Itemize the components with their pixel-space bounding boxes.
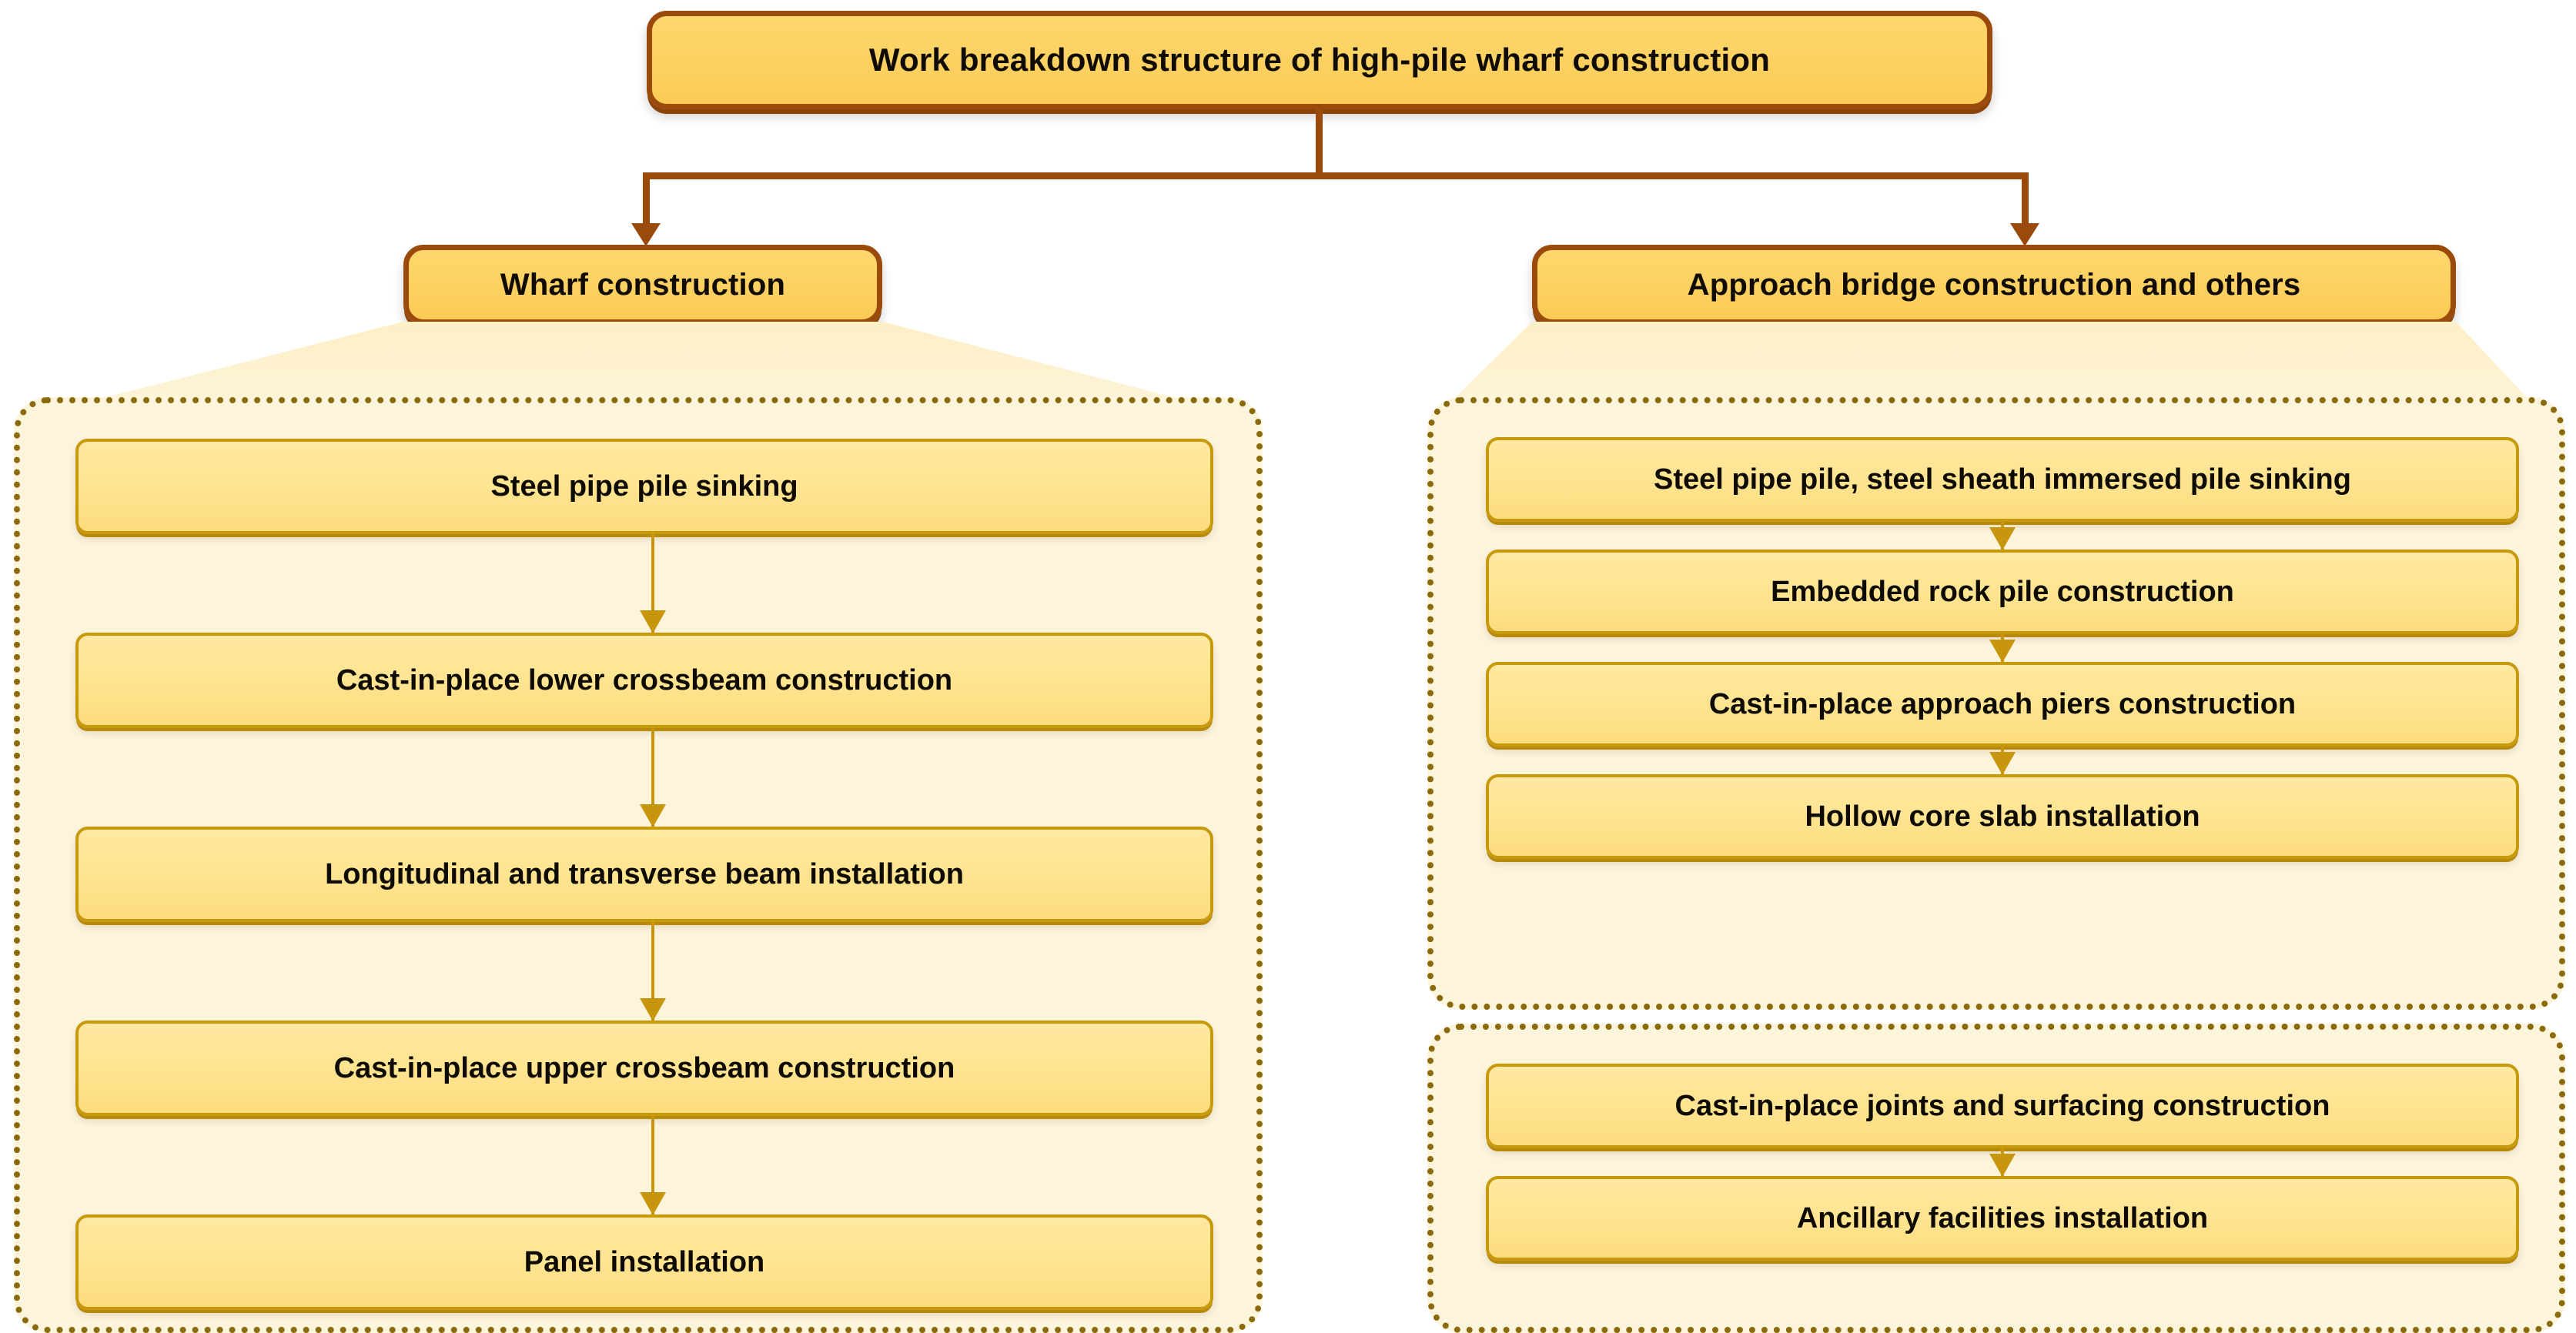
funnel-wharf (0, 322, 1278, 422)
group-wharf-steps: Steel pipe pile sinking Cast-in-place lo… (14, 397, 1263, 1333)
step-arrow (640, 534, 666, 633)
connector-drop-right (2022, 172, 2029, 229)
funnel-approach-bridge (1370, 322, 2576, 422)
step-arrow (1989, 522, 2016, 550)
branch-node-wharf-label: Wharf construction (500, 267, 786, 302)
step-arrow (1989, 1148, 2016, 1177)
step-box[interactable]: Panel installation (75, 1214, 1213, 1310)
step-arrow (640, 728, 666, 827)
step-arrow (640, 1116, 666, 1215)
arrowhead-right (2010, 223, 2039, 246)
step-box[interactable]: Cast-in-place approach piers constructio… (1486, 662, 2519, 747)
branch-node-approach-label: Approach bridge construction and others (1687, 267, 2301, 302)
group-approach-finishing-steps: Cast-in-place joints and surfacing const… (1427, 1024, 2565, 1333)
branch-node-approach-bridge-construction[interactable]: Approach bridge construction and others (1532, 245, 2456, 325)
step-box[interactable]: Longitudinal and transverse beam install… (75, 827, 1213, 922)
arrowhead-left (631, 223, 661, 246)
root-node-work-breakdown-structure[interactable]: Work breakdown structure of high-pile wh… (647, 11, 1992, 109)
step-box[interactable]: Steel pipe pile, steel sheath immersed p… (1486, 437, 2519, 522)
root-node-label: Work breakdown structure of high-pile wh… (868, 42, 1771, 78)
step-box[interactable]: Ancillary facilities installation (1486, 1176, 2519, 1261)
step-arrow (1989, 747, 2016, 775)
connector-horizontal-bar (643, 172, 2029, 179)
step-box[interactable]: Steel pipe pile sinking (75, 439, 1213, 534)
connector-drop-left (643, 172, 650, 229)
step-box[interactable]: Cast-in-place lower crossbeam constructi… (75, 633, 1213, 728)
branch-node-wharf-construction[interactable]: Wharf construction (403, 245, 882, 325)
step-box[interactable]: Cast-in-place joints and surfacing const… (1486, 1064, 2519, 1148)
group-approach-main-steps: Steel pipe pile, steel sheath immersed p… (1427, 397, 2565, 1010)
step-box[interactable]: Hollow core slab installation (1486, 774, 2519, 859)
connector-root-stem (1316, 109, 1323, 175)
step-box[interactable]: Embedded rock pile construction (1486, 550, 2519, 634)
step-box[interactable]: Cast-in-place upper crossbeam constructi… (75, 1021, 1213, 1116)
step-arrow (640, 922, 666, 1021)
step-arrow (1989, 634, 2016, 663)
